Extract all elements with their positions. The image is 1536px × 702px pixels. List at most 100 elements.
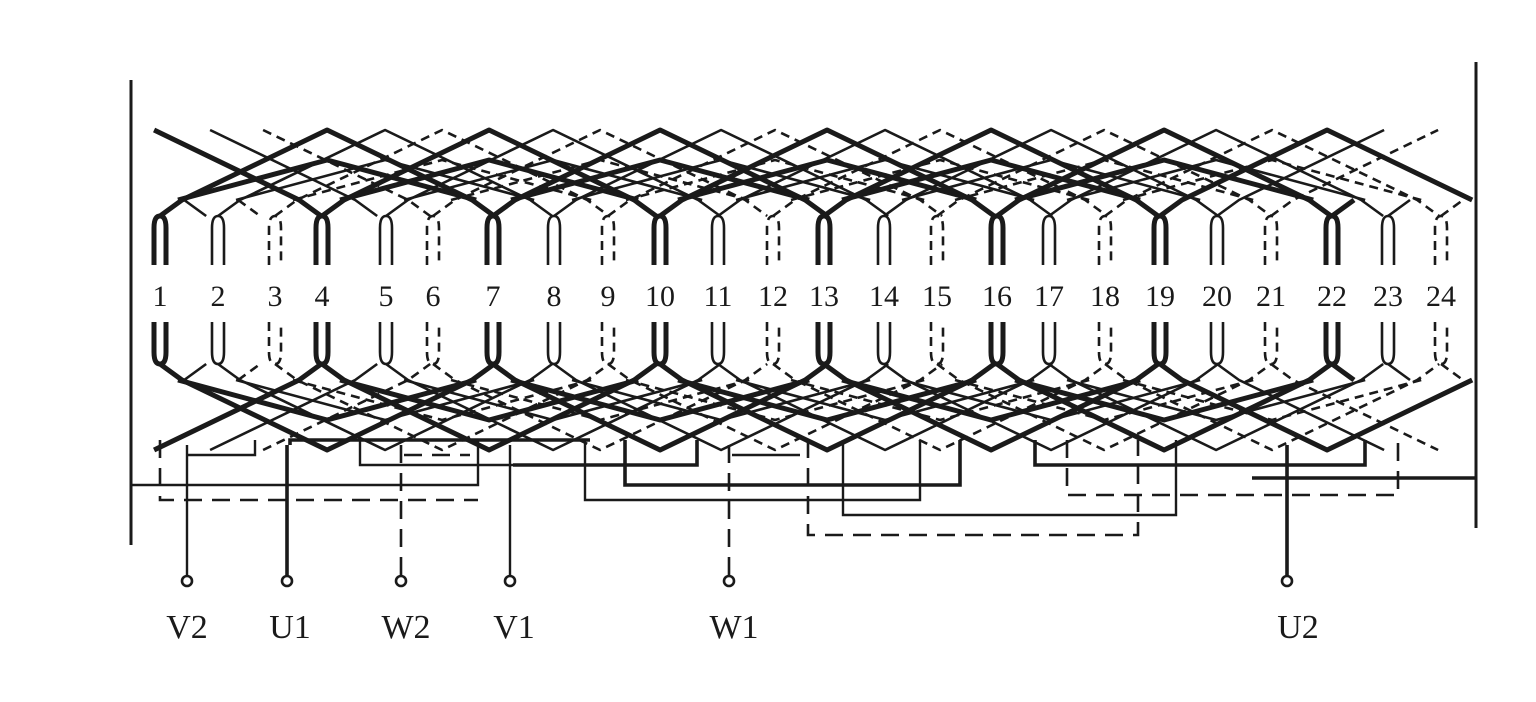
end-turn-top <box>1158 127 1474 219</box>
slot-number-label: 21 <box>1256 280 1286 313</box>
end-turn-top <box>658 127 996 219</box>
end-turn-bottom <box>432 362 768 452</box>
end-turn-bottom <box>1158 361 1474 453</box>
end-turn-bottom <box>1048 362 1384 452</box>
end-turn-top <box>995 127 1333 219</box>
end-turn-bottom <box>1216 362 1385 452</box>
terminal-label: W2 <box>381 609 430 646</box>
end-turn-top <box>158 127 496 219</box>
coil-side-lower <box>815 322 833 367</box>
slot-number-label: 6 <box>426 280 441 313</box>
end-turn-top <box>607 128 943 218</box>
slot-number-label: 18 <box>1090 280 1120 313</box>
end-turn-top-inner <box>1014 157 1314 203</box>
end-turn-bottom <box>262 362 431 452</box>
end-turn-top-inner <box>1122 158 1422 202</box>
coil-side-lower <box>988 322 1006 367</box>
end-turn-bottom <box>717 362 1053 452</box>
end-turn-top <box>491 127 829 219</box>
coil-side-lower <box>151 322 169 367</box>
coil-end-turns <box>153 127 1474 453</box>
coil-side-upper <box>151 213 169 265</box>
coil-side-lower <box>929 322 945 366</box>
connection-wire <box>131 440 480 487</box>
slot-number-label: 13 <box>809 280 839 313</box>
coil-side-lower <box>313 322 331 367</box>
end-turn-top-inner <box>735 158 1035 202</box>
terminal-label: U1 <box>269 609 311 646</box>
coil-side-lower <box>1097 322 1113 366</box>
coil-side-upper <box>378 214 394 265</box>
slot-number-label: 20 <box>1202 280 1232 313</box>
slot-number-label: 17 <box>1034 280 1064 313</box>
end-turn-top <box>936 128 1272 218</box>
slot-number-label: 11 <box>704 280 733 313</box>
slot-number-label: 24 <box>1426 280 1456 313</box>
end-turn-top <box>217 128 553 218</box>
terminal-node <box>1280 574 1294 588</box>
end-turn-top-inner <box>677 157 977 203</box>
end-turn-top <box>1048 128 1384 218</box>
slot-number-label: 15 <box>922 280 952 313</box>
end-turn-bottom <box>491 361 829 453</box>
connection-wire <box>623 440 962 487</box>
terminal-label: V1 <box>493 609 535 646</box>
end-turn-bottom <box>822 361 1160 453</box>
terminal-node <box>180 574 194 588</box>
terminal-node <box>394 574 408 588</box>
end-turn-bottom-inner <box>571 378 871 422</box>
end-turn-top-inner <box>235 158 535 202</box>
terminals: V2 U1 W2 V1 W1 U2 <box>166 445 1319 646</box>
end-turn-bottom-inner <box>735 378 1035 422</box>
end-turn-top <box>1216 128 1385 218</box>
end-turn-bottom-inner <box>677 377 977 423</box>
end-turn-bottom-inner <box>1014 377 1314 423</box>
stator-frame <box>129 62 1478 545</box>
coil-side-upper <box>1323 213 1341 265</box>
slot-number-label: 22 <box>1317 280 1347 313</box>
coil-side-upper <box>815 213 833 265</box>
terminal-label: U2 <box>1277 609 1319 646</box>
coil-side-lower <box>425 322 441 366</box>
end-turn-top-inner <box>790 158 1090 202</box>
connection-wire <box>583 440 922 502</box>
coil-side-upper <box>929 214 945 265</box>
coil-side-upper <box>210 214 226 265</box>
terminal-label: W1 <box>709 609 758 646</box>
coil-side-upper <box>1209 214 1225 265</box>
end-turn-bottom <box>883 362 1219 452</box>
coil-side-lower <box>210 322 226 366</box>
coil-side-lower <box>1323 322 1341 367</box>
end-turn-top <box>183 198 207 218</box>
end-turn-top <box>822 127 1160 219</box>
connection-wire <box>1065 440 1400 497</box>
terminal-node <box>722 574 736 588</box>
coil-side-upper <box>1151 213 1169 265</box>
coil-side-lower <box>378 322 394 366</box>
coil-side-upper <box>600 214 616 265</box>
end-turn-top-inner <box>1066 158 1366 202</box>
slot-number-label: 9 <box>601 280 616 313</box>
end-turn-bottom <box>607 362 943 452</box>
slot-number-label: 1 <box>153 280 168 313</box>
coil-side-upper <box>313 213 331 265</box>
end-turn-top <box>717 128 1053 218</box>
coil-side-upper <box>988 213 1006 265</box>
coil-side-lower <box>1151 322 1169 367</box>
end-turn-bottom-inner <box>790 378 1090 422</box>
end-turn-bottom-inner <box>1122 378 1422 422</box>
connection-wire <box>158 440 478 502</box>
end-turn-top <box>1330 197 1356 219</box>
end-turn-top <box>553 128 889 218</box>
terminal-label: V2 <box>166 609 208 646</box>
coil-side-lower <box>876 322 892 366</box>
connection-wire <box>1033 440 1367 467</box>
coil-side-upper <box>1041 214 1057 265</box>
end-turn-bottom-inner <box>177 377 477 423</box>
end-turn-top <box>432 128 768 218</box>
end-turn-bottom <box>1387 362 1411 382</box>
end-turn-bottom <box>658 361 996 453</box>
end-turn-top <box>237 198 261 218</box>
coil-side-lower <box>765 322 781 366</box>
